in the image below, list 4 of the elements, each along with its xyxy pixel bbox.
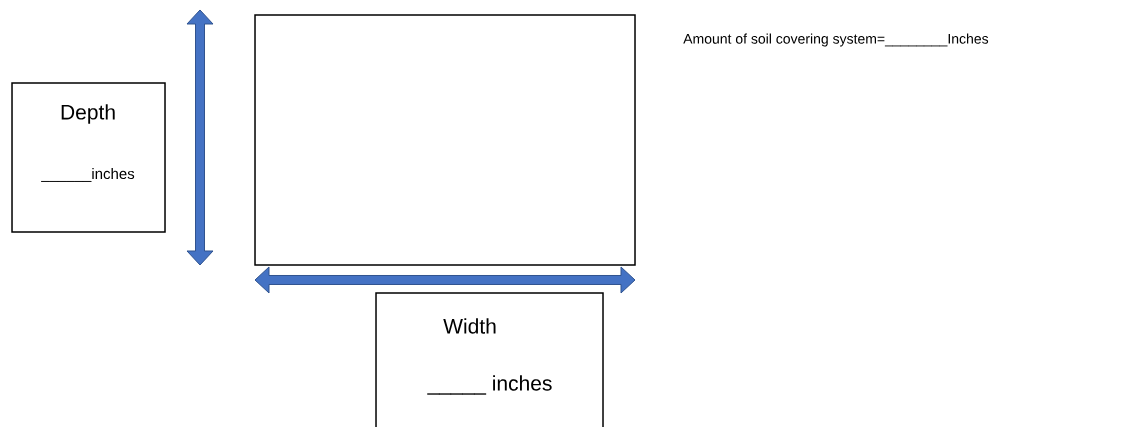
measurement-box: Width _____ inches [375,292,604,427]
note: Amount of soil covering system=________Inches [683,33,989,47]
rectangle [254,14,636,266]
measurement-box: Depth ______inches [11,82,166,233]
